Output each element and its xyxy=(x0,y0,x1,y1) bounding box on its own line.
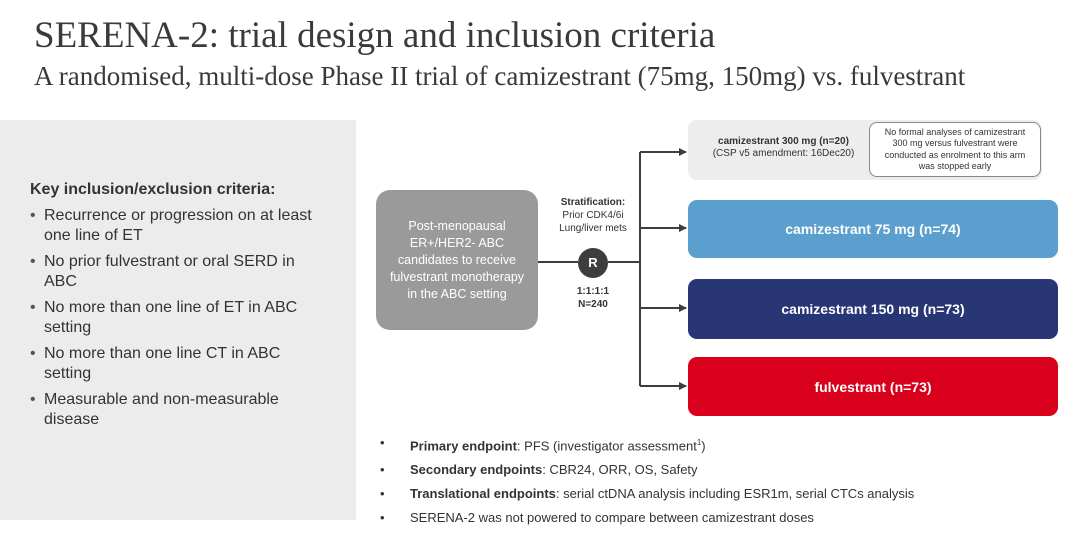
criteria-item: No more than one line CT in ABC setting xyxy=(30,344,330,384)
randomisation-node: R xyxy=(578,248,608,278)
translational-endpoints-text: : serial ctDNA analysis including ESR1m,… xyxy=(555,486,915,502)
stratification-label: Stratification: xyxy=(560,197,626,208)
criteria-item: Measurable and non-measurable disease xyxy=(30,390,330,430)
arm-300mg-label: camizestrant 300 mg (n=20) (CSP v5 amend… xyxy=(696,136,871,160)
arm-75mg-box: camizestrant 75 mg (n=74) xyxy=(688,200,1058,258)
candidates-text: Post-menopausal ER+/HER2- ABC candidates… xyxy=(389,218,525,301)
arm-300mg-note-text: No formal analyses of camizestrant 300 m… xyxy=(884,126,1026,172)
ratio-text: 1:1:1:1 xyxy=(576,286,610,297)
primary-endpoint-label: Primary endpoint xyxy=(410,438,517,454)
page-subtitle: A randomised, multi-dose Phase II trial … xyxy=(34,61,966,91)
stratification-item: Prior CDK4/6i xyxy=(562,210,624,221)
sample-size: N=240 xyxy=(578,299,608,310)
criteria-item: No more than one line of ET in ABC setti… xyxy=(30,298,330,338)
candidates-box: Post-menopausal ER+/HER2- ABC candidates… xyxy=(376,190,538,330)
translational-endpoints-label: Translational endpoints xyxy=(410,486,556,502)
randomisation-ratio: 1:1:1:1 N=240 xyxy=(560,285,626,311)
criteria-item: Recurrence or progression on at least on… xyxy=(30,206,330,246)
secondary-endpoints-label: Secondary endpoints xyxy=(410,462,543,478)
footnote-ref: 1 xyxy=(696,438,702,447)
criteria-panel: Key inclusion/exclusion criteria: Recurr… xyxy=(0,120,356,520)
primary-endpoint-close: ) xyxy=(701,438,706,454)
page-title: SERENA-2: trial design and inclusion cri… xyxy=(34,15,716,56)
power-note-text: SERENA-2 was not powered to compare betw… xyxy=(410,510,814,526)
stratification-block: Stratification: Prior CDK4/6i Lung/liver… xyxy=(540,196,646,235)
arm-fulvestrant-label: fulvestrant (n=73) xyxy=(814,378,932,395)
criteria-list: Recurrence or progression on at least on… xyxy=(30,206,330,436)
arm-300mg-sublabel: (CSP v5 amendment: 16Dec20) xyxy=(712,148,855,159)
translational-endpoints: Translational endpoints: serial ctDNA an… xyxy=(380,485,1070,502)
primary-endpoint: Primary endpoint: PFS (investigator asse… xyxy=(380,434,1070,454)
arm-300mg-title: camizestrant 300 mg (n=20) xyxy=(718,136,849,147)
arm-300mg-note: No formal analyses of camizestrant 300 m… xyxy=(869,122,1041,177)
arm-150mg-label: camizestrant 150 mg (n=73) xyxy=(781,301,965,317)
primary-endpoint-text: : PFS (investigator assessment xyxy=(516,438,697,454)
stratification-item: Lung/liver mets xyxy=(559,223,627,234)
arm-fulvestrant-box: fulvestrant (n=73) xyxy=(688,357,1058,416)
secondary-endpoints-text: : CBR24, ORR, OS, Safety xyxy=(542,462,698,478)
power-note: SERENA-2 was not powered to compare betw… xyxy=(380,509,1070,526)
criteria-item: No prior fulvestrant or oral SERD in ABC xyxy=(30,252,330,292)
arm-75mg-label: camizestrant 75 mg (n=74) xyxy=(785,221,961,237)
criteria-heading: Key inclusion/exclusion criteria: xyxy=(30,181,276,198)
endpoints-list: Primary endpoint: PFS (investigator asse… xyxy=(380,434,1070,533)
arm-300mg-box: camizestrant 300 mg (n=20) (CSP v5 amend… xyxy=(688,120,1042,180)
secondary-endpoints: Secondary endpoints: CBR24, ORR, OS, Saf… xyxy=(380,461,1070,478)
arm-150mg-box: camizestrant 150 mg (n=73) xyxy=(688,279,1058,339)
